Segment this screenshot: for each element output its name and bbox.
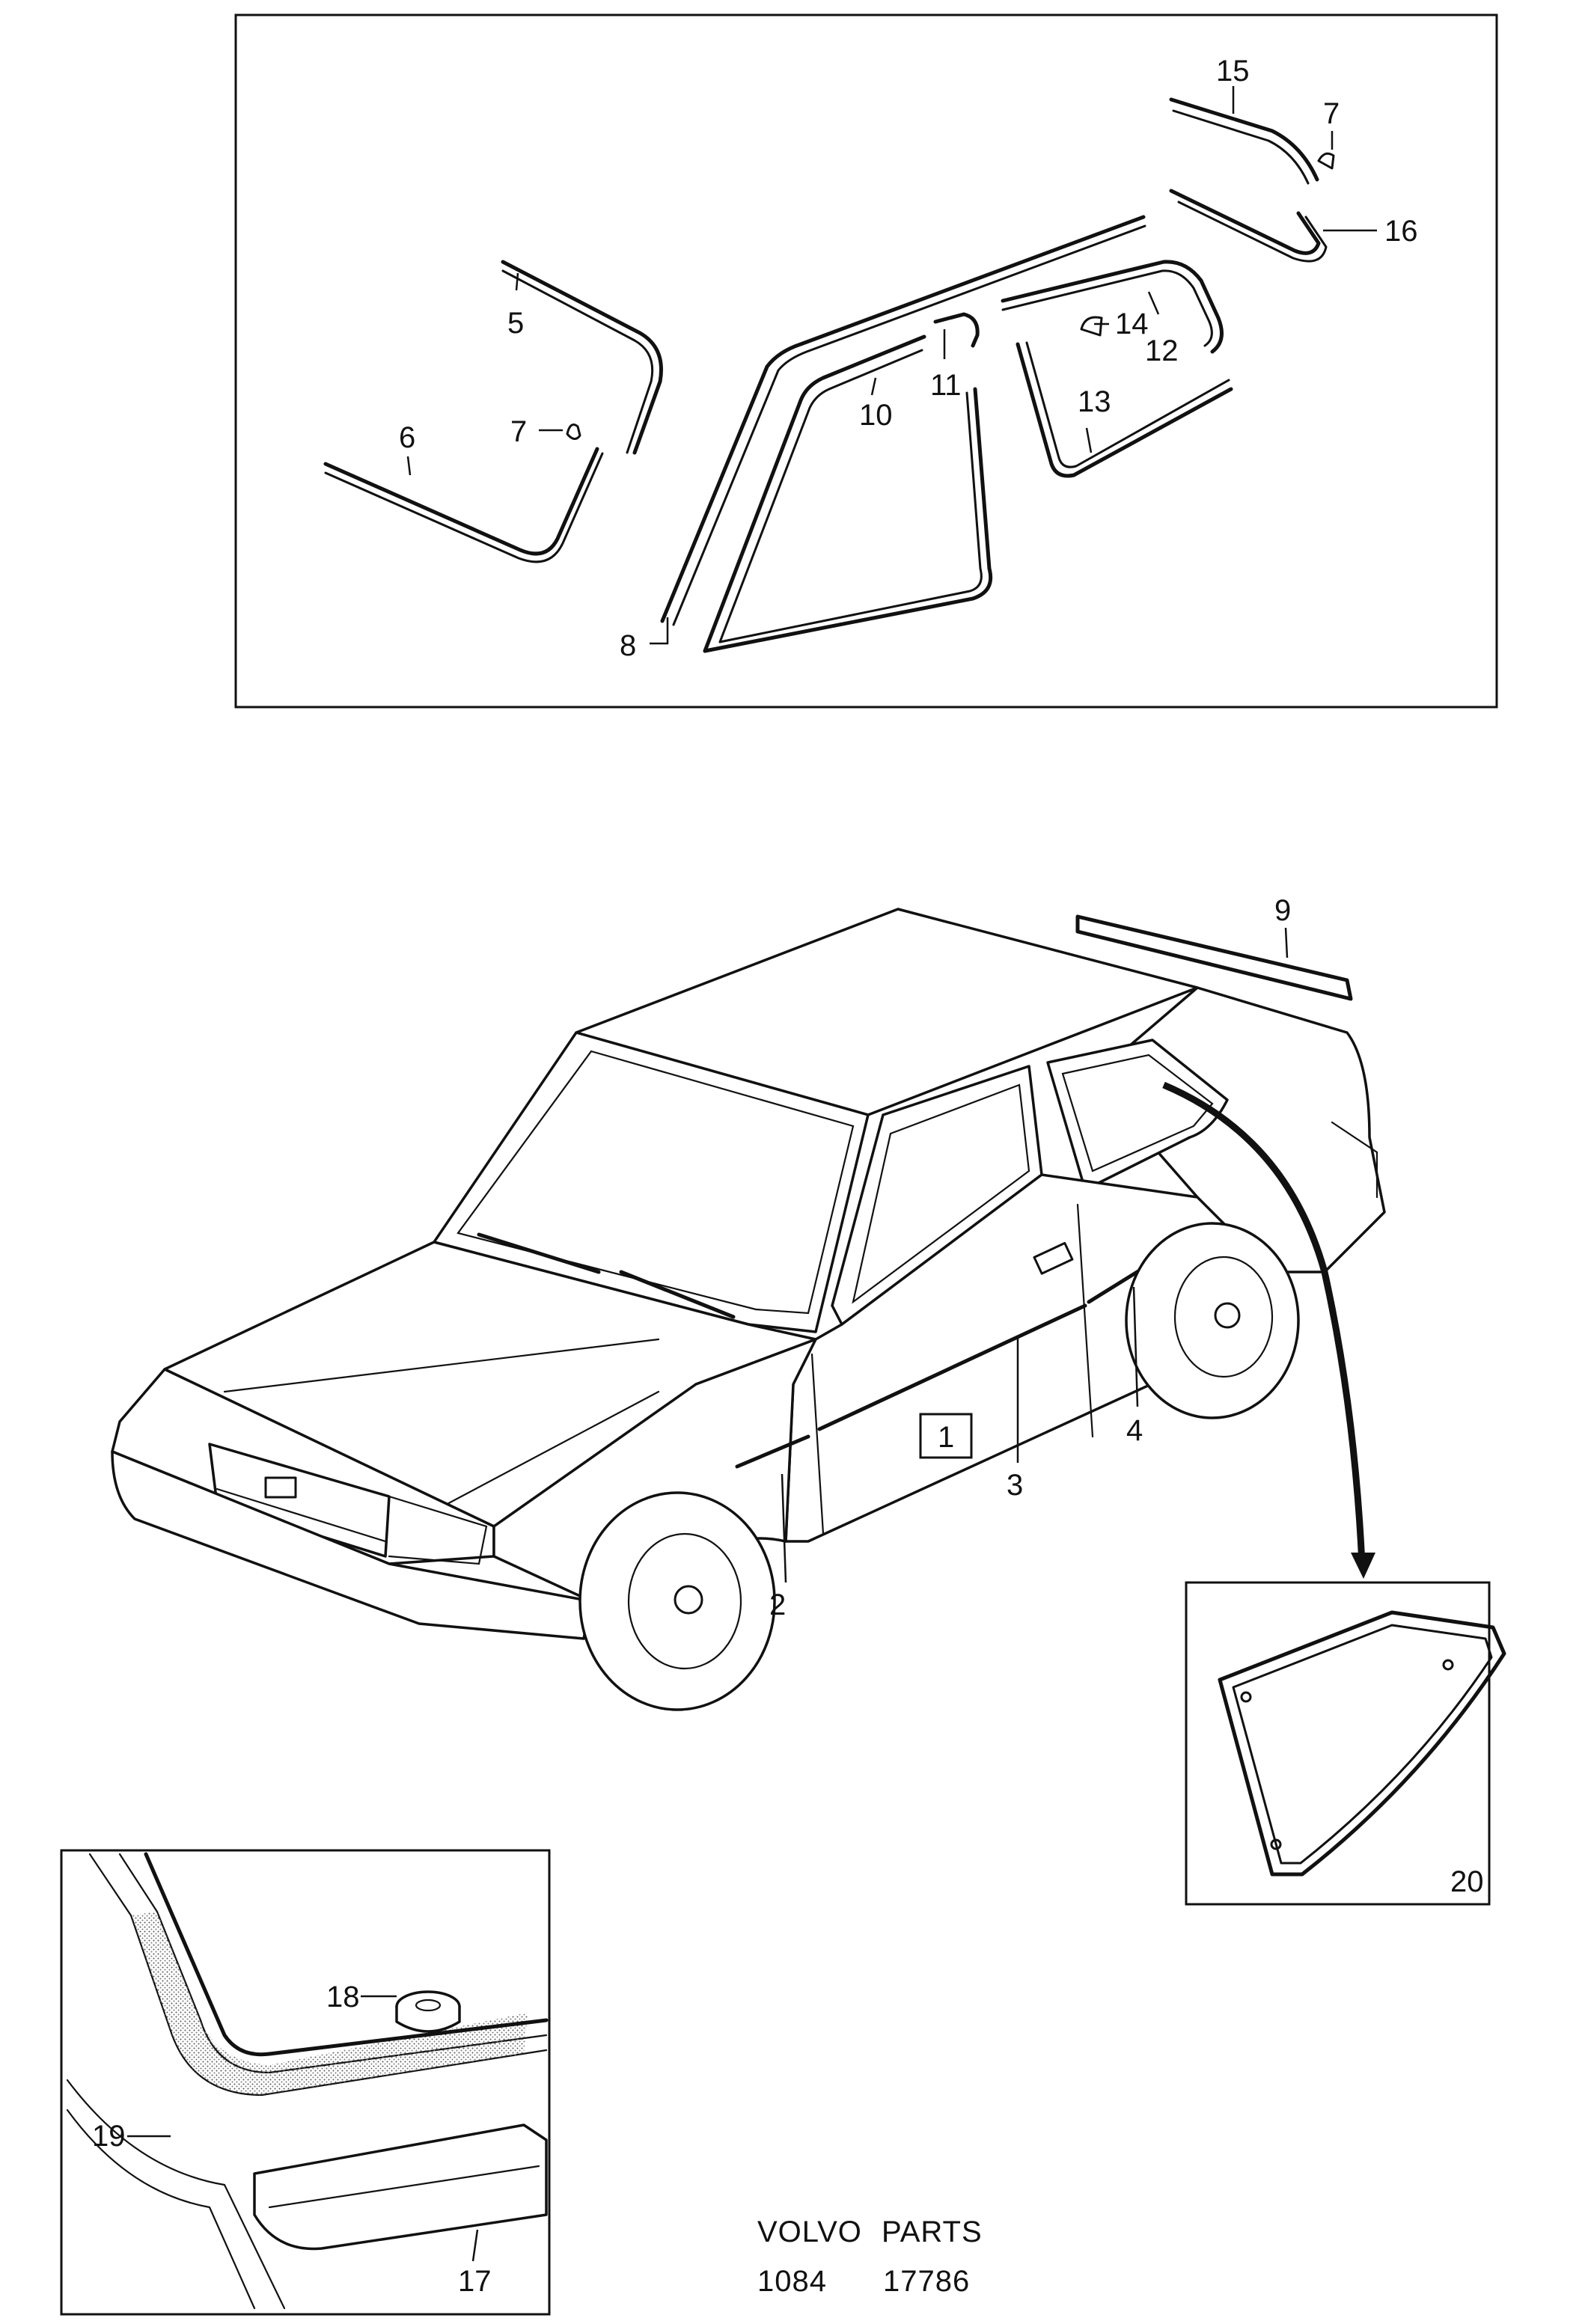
car-windshield [433, 1031, 870, 1333]
callout-4: 4 [1126, 1414, 1143, 1447]
grille-badge [264, 1476, 297, 1499]
callout-20: 20 [1450, 1865, 1484, 1898]
callout-12: 12 [1145, 334, 1179, 367]
part-18-nut [395, 1990, 461, 2033]
part-10-door-seal [703, 334, 926, 653]
callout-9: 9 [1274, 894, 1291, 927]
part-15-moulding [1169, 97, 1319, 182]
car-rear-quarter-window [1046, 1039, 1229, 1191]
footer-parts: PARTS [882, 2216, 983, 2248]
callout-11: 11 [930, 369, 962, 402]
top-panel: 5 6 7 8 10 11 12 13 14 15 7 16 [234, 13, 1498, 709]
callout-1-box [919, 1413, 973, 1459]
callout-18: 18 [326, 1981, 360, 2013]
front-wheel [578, 1491, 776, 1711]
part-3-moulding [817, 1303, 1087, 1431]
rear-wheel [1125, 1222, 1300, 1419]
headlight [388, 1495, 488, 1565]
callout-7-left: 7 [510, 415, 527, 448]
part-16-moulding [1169, 189, 1321, 255]
footer-reference: VOLVO PARTS 1084 17786 [757, 2216, 983, 2298]
car-illustration: 9 [111, 894, 1386, 1711]
footer-date-code: 1084 [757, 2265, 827, 2298]
part-20-quarter-window [1218, 1610, 1506, 1877]
callout-7-right: 7 [1323, 97, 1340, 130]
callout-6: 6 [399, 421, 415, 454]
part-14-clip [1080, 316, 1103, 337]
part-12-quarter-seal [1001, 260, 1224, 354]
part-6-moulding [323, 447, 599, 556]
callout-16: 16 [1384, 215, 1418, 248]
inset-part-20: 20 [1185, 1581, 1506, 1906]
part-5-moulding [501, 260, 663, 455]
part-11-corner-piece [933, 312, 980, 348]
part-8-pillar-moulding [660, 215, 1146, 623]
inset-sill-frame [60, 1849, 551, 2316]
callout-5: 5 [507, 307, 524, 340]
top-panel-frame [234, 13, 1498, 709]
part-19-sealant [131, 1912, 528, 2095]
footer-drawing-number: 17786 [883, 2265, 970, 2298]
callout-8: 8 [620, 629, 636, 662]
callout-1: 1 [938, 1421, 954, 1454]
part-13-lower-seal [1016, 342, 1233, 478]
inset-20-frame [1185, 1581, 1491, 1906]
callout-10: 10 [859, 399, 893, 432]
part-7-clip-left [566, 423, 581, 440]
part-2-moulding [735, 1434, 810, 1469]
wiper-right [619, 1270, 736, 1319]
part-9-roof-strip [1075, 914, 1353, 1001]
callout-14: 14 [1115, 308, 1149, 340]
inset-sill-detail: 18 19 17 [60, 1849, 551, 2316]
callout-3: 3 [1007, 1469, 1023, 1502]
callout-17: 17 [458, 2265, 492, 2298]
callout-19: 19 [92, 2120, 126, 2153]
wiper-left [477, 1232, 601, 1274]
arrow-to-part-20 [1162, 1081, 1366, 1565]
part-7-clip-right [1317, 152, 1335, 170]
callout-13: 13 [1078, 385, 1111, 418]
callout-2: 2 [769, 1588, 786, 1621]
callout-15: 15 [1216, 55, 1250, 88]
footer-brand: VOLVO [757, 2216, 862, 2248]
door-handle [1033, 1241, 1074, 1275]
